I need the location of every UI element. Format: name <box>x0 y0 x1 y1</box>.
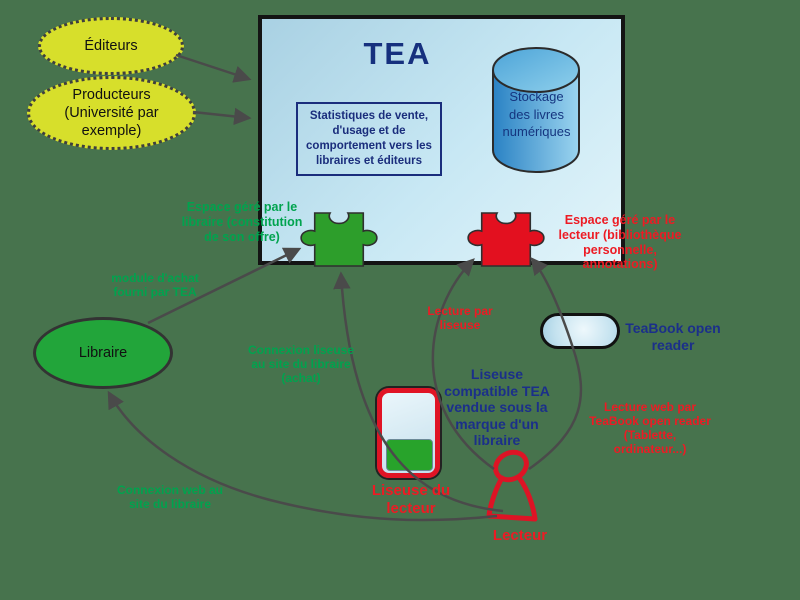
lecture-liseuse-label: Lecture par liseuse <box>427 304 493 333</box>
ereader-screen <box>386 439 433 471</box>
stats-box: Statistiques de vente, d'usage et de com… <box>296 102 442 176</box>
tea-title: TEA <box>363 36 432 71</box>
libraire-label: Libraire <box>78 345 128 361</box>
person-icon <box>486 449 538 522</box>
editeurs-ellipse: Éditeurs <box>38 17 184 75</box>
teabook-reader-pill <box>540 313 620 349</box>
module-achat-label: module d'achat fourni par TEA <box>111 271 199 300</box>
libraire-ellipse: Libraire <box>33 317 173 389</box>
liseuse-compatible-label: Liseuse compatible TEA vendue sous la ma… <box>444 366 550 449</box>
espace-libraire-label: Espace géré par le libraire (constitutio… <box>181 200 303 244</box>
editeurs-label: Éditeurs <box>84 37 138 54</box>
producteurs-label: Producteurs (Université par exemple) <box>64 86 159 140</box>
stats-text: Statistiques de vente, d'usage et de com… <box>306 110 432 167</box>
storage-label: Stockage des livres numériques <box>502 89 571 140</box>
teabook-reader-label: TeaBook open reader <box>625 320 721 353</box>
producteurs-ellipse: Producteurs (Université par exemple) <box>27 76 196 150</box>
arrow-editeurs-to-tea <box>175 53 252 83</box>
lecteur-label: Lecteur <box>492 527 548 544</box>
arrow-producteurs-to-tea <box>192 107 252 126</box>
liseuse-lecteur-label: Liseuse du lecteur <box>371 482 451 517</box>
connexion-liseuse-label: Connexion liseuse au site du libraire (a… <box>247 343 355 386</box>
connexion-web-label: Connexion web au site du libraire <box>116 483 223 512</box>
espace-lecteur-label: Espace géré par le lecteur (bibliothèque… <box>558 213 682 272</box>
lecture-web-label: Lecture web par TeaBook open reader (Tab… <box>589 400 711 457</box>
